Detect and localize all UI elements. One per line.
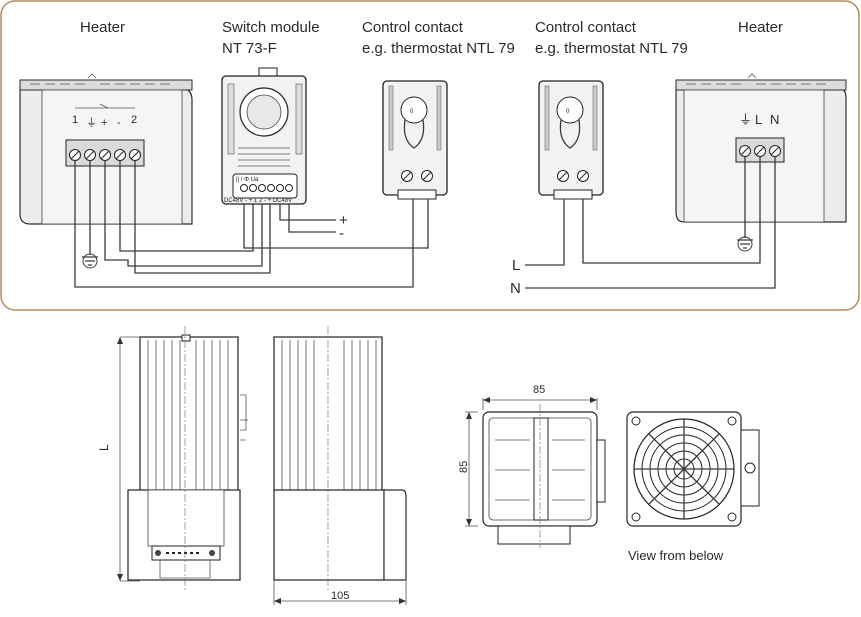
control-contact-1-label: Control contact xyxy=(362,19,464,36)
svg-text:0: 0 xyxy=(410,109,414,115)
switch-module-device: || / Φ Ua DC48V - + 1 2 - + DC48V xyxy=(221,67,307,205)
left-terminal-earth: ⏚ xyxy=(86,116,97,129)
line-L-label: L xyxy=(512,257,520,274)
thermostat-2: 0 xyxy=(538,80,604,200)
height-dimension-label: 85 xyxy=(458,461,470,473)
right-terminal-N: N xyxy=(770,112,779,127)
side-view-drawing xyxy=(273,326,407,605)
width-dimension-label: 85 xyxy=(533,384,545,396)
polarity-plus: + xyxy=(339,212,348,229)
left-terminal-minus: - xyxy=(117,117,121,129)
control-contact-1-example: e.g. thermostat NTL 79 xyxy=(362,40,515,57)
thermostat-1: 0 xyxy=(382,80,448,200)
left-heater-screws xyxy=(69,149,141,161)
left-heater: 1 ⏚ + - 2 xyxy=(19,73,193,225)
bottom-view-fan xyxy=(626,411,760,527)
line-N-label: N xyxy=(510,280,521,297)
control-contact-2-example: e.g. thermostat NTL 79 xyxy=(535,40,688,57)
depth-dimension-label: 105 xyxy=(331,590,349,602)
view-from-below-caption: View from below xyxy=(628,548,724,563)
right-heater: ⏚ L N xyxy=(675,73,847,223)
length-dimension-label: L xyxy=(97,444,111,451)
left-wiring xyxy=(74,161,429,288)
left-terminal-plus: + xyxy=(101,117,107,129)
right-wiring xyxy=(525,157,776,289)
heater-left-label: Heater xyxy=(80,19,125,36)
left-terminal-1: 1 xyxy=(72,114,78,126)
heater-right-label: Heater xyxy=(738,19,783,36)
control-contact-2-label: Control contact xyxy=(535,19,637,36)
svg-text:0: 0 xyxy=(566,109,570,115)
switch-module-model: NT 73-F xyxy=(222,40,277,57)
switch-module-terminals: DC48V - + 1 2 - + DC48V xyxy=(224,198,292,204)
switch-module-label: Switch module xyxy=(222,19,320,36)
switch-module-panel-text: || / Φ Ua xyxy=(236,177,259,183)
polarity-minus: - xyxy=(339,225,344,242)
right-terminal-earth: ⏚ xyxy=(739,112,752,127)
front-view-drawing xyxy=(117,326,248,590)
right-terminal-L: L xyxy=(755,112,762,127)
top-view-drawing xyxy=(465,397,606,548)
left-terminal-2: 2 xyxy=(131,114,137,126)
